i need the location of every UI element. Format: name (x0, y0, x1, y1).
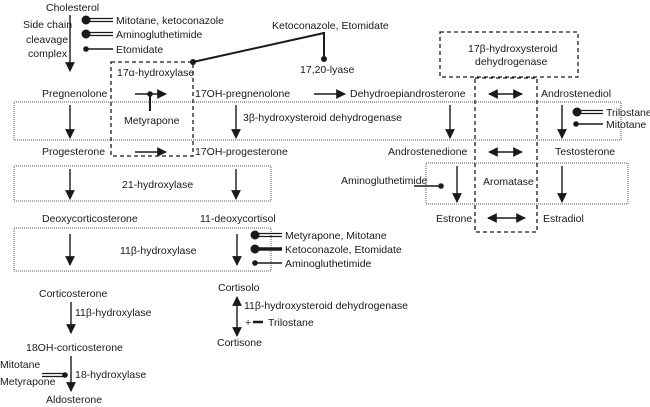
hsd17b-column-box (474, 77, 538, 233)
inhibitor-dot (81, 15, 91, 25)
inhibitor-scc-2: Aminogluthetimide (116, 29, 203, 41)
compound-cholesterol: Cholesterol (46, 2, 99, 14)
inhibitor-scc-1: Mitotane, ketoconazole (116, 15, 224, 27)
inhibitor-dot (572, 107, 582, 117)
inhibitor-11b-2: Ketoconazole, Etomidate (285, 244, 402, 256)
inhibitor-scc-3: Etomidate (116, 44, 163, 56)
enzyme-aromatase: Aromatase (483, 176, 534, 188)
aromatase-inhibitor-dot (438, 183, 444, 189)
inhibitor-18-2: Metyrapone (0, 376, 56, 388)
enzyme-side-chain-1: Side chain (23, 19, 72, 31)
hydroxylase-17a-box (110, 61, 194, 157)
compound-cortisone: Cortisone (217, 337, 262, 349)
inhibitor-11b-3: Aminogluthetimide (285, 258, 372, 270)
enzyme-17-20-lyase: 17,20-lyase (300, 64, 354, 76)
compound-17oh-progesterone: 17OH-progesterone (195, 146, 288, 158)
enzyme-17a-hydroxylase: 17α-hydroxylase (117, 67, 194, 79)
inhibitor-11b-1: Metyrapone, Mitotane (285, 230, 387, 242)
inhibitor-11b-hsd-sign: + (245, 317, 251, 329)
enzyme-17b-hsd-1: 17β-hydroxysteroid (468, 43, 558, 55)
enzyme-3b-hsd: 3β-hydroxysteroid dehydrogenase (243, 112, 402, 124)
compound-dhea: Dehydroepiandrosterone (350, 88, 466, 100)
enzyme-11b-hsd: 11β-hydroxysteroid dehydrogenase (244, 300, 408, 312)
inhibitor-dot (62, 372, 68, 378)
enzyme-side-chain-3: complex (28, 48, 68, 60)
inhibitor-trilostane: Trilostane (606, 107, 650, 119)
inhibitor-11b-hsd: Trilostane (268, 317, 314, 329)
enzyme-side-chain-2: cleavage (26, 34, 68, 46)
compound-17oh-pregnenolone: 17OH-pregnenolone (195, 88, 290, 100)
compound-androstenedione: Androstenedione (388, 146, 468, 158)
inhibitor-aromatase: Aminogluthetimide (341, 175, 428, 187)
inhibitor-mitotane: Mitotane (606, 119, 646, 131)
enzyme-21-hydroxylase: 21-hydroxylase (122, 179, 193, 191)
lyase-inhibitor-dot (321, 56, 327, 62)
compound-corticosterone: Corticosterone (39, 288, 107, 300)
inhibitor-dot (250, 230, 260, 240)
inhibitor-lyase: Ketoconazole, Etomidate (272, 20, 389, 32)
compound-androstenediol: Androstenediol (541, 88, 611, 100)
compound-aldosterone: Aldosterone (46, 394, 102, 406)
compound-18oh-corticosterone: 18OH-corticosterone (26, 342, 123, 354)
compound-testosterone: Testosterone (555, 146, 615, 158)
enzyme-17b-hsd-2: dehydrogenase (475, 56, 548, 68)
enzyme-11b-hydroxylase: 11β-hydroxylase (75, 307, 152, 319)
aromatase-box (425, 162, 629, 205)
hydroxylase-21-box (13, 165, 272, 202)
inhibitor-18-1: Mitotane (0, 359, 40, 371)
compound-estradiol: Estradiol (543, 213, 584, 225)
hsd3b-box (13, 101, 622, 141)
compound-progesterone: Progesterone (42, 146, 105, 158)
compound-deoxycorticosterone: Deoxycorticosterone (42, 213, 138, 225)
compound-11-deoxycortisol: 11-deoxycortisol (200, 213, 276, 225)
hsd17b-box (439, 31, 579, 78)
enzyme-11b-hydroxylase-box: 11β-hydroxylase (120, 245, 197, 257)
lyase-inhibitor-line (192, 32, 325, 63)
inhibitor-dot (81, 29, 91, 39)
enzyme-18-hydroxylase: 18-hydroxylase (75, 369, 146, 381)
inhibitor-metyrapone-17a: Metyrapone (124, 115, 180, 127)
compound-pregnenolone: Pregnenolone (42, 88, 108, 100)
compound-cortisolo: Cortisolo (218, 282, 260, 294)
compound-estrone: Estrone (436, 213, 472, 225)
